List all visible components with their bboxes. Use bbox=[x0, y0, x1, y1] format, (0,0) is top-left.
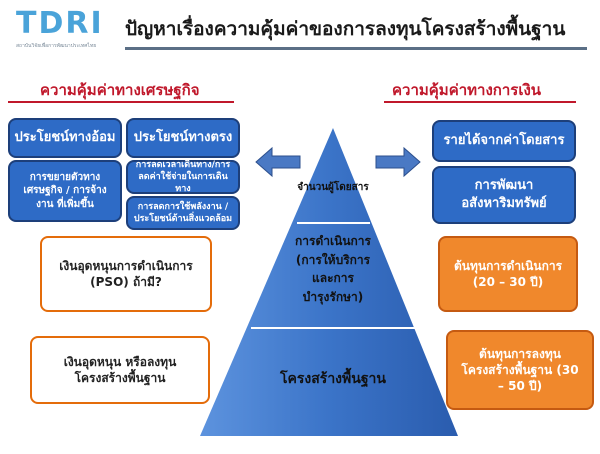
operating-cost-box: ต้นทุนการดำเนินการ (20 – 30 ปี) bbox=[438, 236, 578, 312]
direct-benefit-box: ประโยชน์ทางตรง bbox=[126, 118, 240, 158]
financial-value-heading: ความคุ้มค่าทางการเงิน bbox=[392, 81, 542, 99]
fare-revenue-box: รายได้จากค่าโดยสาร bbox=[432, 120, 576, 162]
logo-subtitle: สถาบันวิจัยเพื่อการพัฒนาประเทศไทย bbox=[16, 43, 97, 49]
pyramid-middle-line-4: บำรุงรักษา) bbox=[302, 289, 364, 304]
property-development-box: การพัฒนา อสังหาริมทรัพย์ bbox=[432, 166, 576, 224]
pyramid-shape bbox=[200, 128, 458, 436]
pyramid-base-label: โครงสร้างพื้นฐาน bbox=[280, 371, 386, 387]
indirect-benefit-box: ประโยชน์ทางอ้อม bbox=[8, 118, 122, 158]
tdri-logo: TDRI bbox=[16, 6, 104, 41]
title-underline bbox=[125, 47, 587, 50]
energy-saving-box: การลดการใช้พลังงาน / ประโยชน์ด้านสิ่งแวด… bbox=[126, 196, 240, 230]
pyramid-middle-line-2: (การให้บริการ bbox=[295, 252, 371, 267]
financial-heading-rule bbox=[384, 101, 576, 103]
pyramid-middle-label: การดำเนินการ (การให้บริการ และการ บำรุงร… bbox=[262, 232, 404, 306]
arrow-left-icon bbox=[255, 146, 301, 178]
arrow-right-icon bbox=[375, 146, 421, 178]
pyramid-middle-line-3: และการ bbox=[312, 271, 354, 286]
pso-subsidy-box: เงินอุดหนุนการดำเนินการ (PSO) ถ้ามี? bbox=[40, 236, 212, 312]
infra-subsidy-box: เงินอุดหนุน หรือลงทุน โครงสร้างพื้นฐาน bbox=[30, 336, 210, 404]
infra-cost-box: ต้นทุนการลงทุน โครงสร้างพื้นฐาน (30 – 50… bbox=[446, 330, 594, 410]
pyramid-top-label: จำนวนผู้โดยสาร bbox=[297, 182, 369, 193]
travel-saving-box: การลดเวลาเดินทาง/การ ลดค่าใช้จ่ายในการเด… bbox=[126, 160, 240, 194]
economic-heading-rule bbox=[8, 101, 234, 103]
economic-value-heading: ความคุ้มค่าทางเศรษฐกิจ bbox=[40, 81, 200, 99]
economic-expansion-box: การขยายตัวทาง เศรษฐกิจ / การจ้างงาน ที่เ… bbox=[8, 160, 122, 222]
pyramid-middle-line-1: การดำเนินการ bbox=[295, 234, 371, 248]
page-title: ปัญหาเรื่องความคุ้มค่าของการลงทุนโครงสร้… bbox=[125, 18, 566, 40]
